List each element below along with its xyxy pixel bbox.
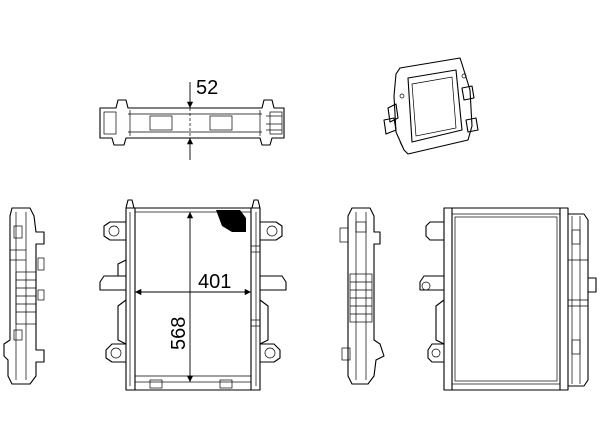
isometric-view [383,57,479,155]
left-side-view [3,207,45,385]
rear-view [419,207,597,391]
right-side-view [339,207,385,385]
width-dimension: 401 [135,271,251,296]
filler-neck [216,210,246,232]
height-dimension: 568 [168,212,194,382]
front-view: 401 568 [99,199,287,391]
depth-dimension: 52 [186,77,218,160]
depth-dimension-label: 52 [196,77,218,99]
top-view: 52 [99,77,285,160]
height-dimension-label: 568 [168,317,190,350]
width-dimension-label: 401 [198,271,231,293]
